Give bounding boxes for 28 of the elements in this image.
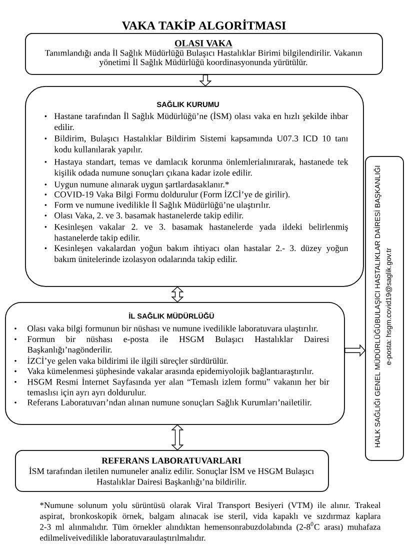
bullet-text: Uygun numune alınarak uygun şartlardasaklanır.* [54,181,229,190]
process-box [25,33,383,75]
bullet-text: Kesinleşen vakalar 2. ve 3. basamak hastanelerde yada ildeki belirlenmiş hastanelerde takip edilir. [54,224,348,243]
bullet-text: Vaka kümelenmesi şüphesinde vakalar arasında epidemiyolojik bağlantıaraştırılır. [27,368,314,376]
process-box [15,450,329,492]
title: VAKA TAKİP ALGORİTMASI [122,19,286,30]
arrow [199,74,212,86]
box-heading: REFERANS LABORATUVARLARI [102,458,242,464]
bullet-text: İZCİ’ye gelen vaka bildirimi ile ilgili süreçler sürdürülür. [28,356,228,366]
process-box [25,86,364,287]
bullet-text: Kesinleşen vakalardan yoğun bakım ihtiyacı olan hastalar 2.- 3. düzey yoğun bakım ünitelerinde izolasyon odalarında takip edilir. [54,244,348,264]
bullet-text: Form ve numune ivedilikle İl Sağlık Müdürlüğü’ne ulaştırılır. [54,200,270,210]
bullet-text: Hastaya standart, temas ve damlacık korunma önlemlerialınırarak, hastanede tek kişilik odada numune sonuçları çıkana kadar izole edilir. [54,158,348,178]
process-box [365,156,404,461]
bullet-text: HSGM Resmi İnternet Sayfasında yer alan “Temaslı izlem formu” vakanın her bir temaslısı için ayrı ayrı doldurulur. [27,377,330,398]
arrow [344,344,366,357]
bullet-text: Olası vaka bilgi formunun bir nüshası ve numune ivedilikle laboratuvara ulaştırılır. [28,325,318,334]
footnote: *Numune solunum yolu sürüntüsü olarak Viral Transport Besiyeri (VTM) ile alınır. Trakeal aspirat, bronkoskopik örnek, balgam alınacak ise steril, vida kapaklı ve sızdırmaz kaplara 2-3 ml alınmalıdır. Tüm örnekler alındıktan hemensonrabuzdolabında (2-8$^{0}$C arası) muhafaza edilmeliveivedilikle laboratuvaraulaştırılmalıdır. [40,502,381,542]
bullet-text: COVID-19 Vaka Bilgi Formu doldurulur (Form İZCİ’ye de girilir). [54,190,290,200]
box-text: Tanımlandığı anda İl Sağlık Müdürlüğü Bulaşıcı Hastalıklar Birimi bilgilendirilir. Vakanın yönetimi İl Sağlık Müdürlüğü koordinasyonunda yürütülür. [44,48,362,67]
bullet-text: Referans Laboratuvarı’ndan alınan numune sonuçları Sağlık Kurumları’nailetilir. [27,399,312,408]
bullet-text: Olası Vaka, 2. ve 3. basamak hastanelerde takip edilir. [54,212,244,220]
process-box [5,302,345,425]
box-text: İSM tarafından iletilen numuneler analiz edilir. Sonuçlar İSM ve HSGM Bulaşıcı Hastalıklar Dairesi Başkanlığı’na bildirilir. [29,466,314,487]
bullet-text: Bildirim, Bulaşıcı Hastalıklar Bildirim Sistemi kapsamında U07.3 ICD 10 tanı kodu kullanılarak yapılır. [54,135,348,154]
bullet-text: Hastane tarafından İl Sağlık Müdürlüğü’ne (İSM) olası vaka en hızlı şekilde ihbar edilir. [54,112,348,130]
box-heading: OLASI VAKA [174,40,233,48]
bullet-text: Formun bir nüshası e-posta ile HSGM Bulaşıcı Hastalıklar Dairesi Başkanlığı’nagönderilir. [27,336,330,354]
